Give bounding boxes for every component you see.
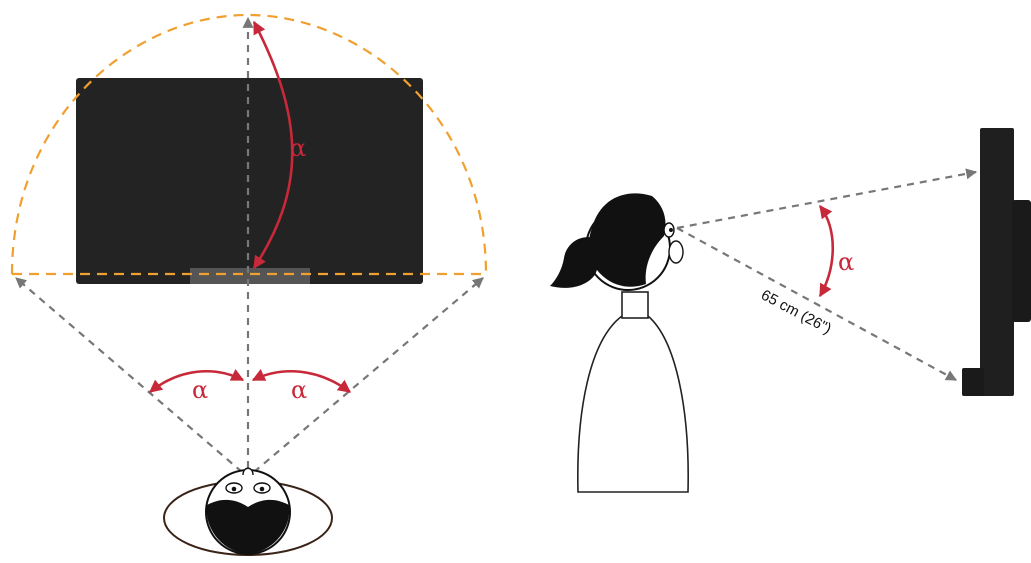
person-side-view bbox=[550, 193, 689, 493]
sight-line-left bbox=[15, 277, 243, 473]
sight-line-bottom bbox=[676, 227, 957, 381]
side-angle-arc bbox=[818, 204, 835, 298]
ponytail bbox=[550, 237, 599, 288]
hair-top-view bbox=[206, 499, 290, 554]
monitor-side-view bbox=[962, 128, 1031, 396]
neck bbox=[621, 291, 649, 319]
monitor-top-view bbox=[76, 78, 423, 284]
monitor-stand-side bbox=[962, 368, 984, 396]
left-angle-arc bbox=[148, 368, 245, 394]
monitor-stand-base bbox=[190, 268, 310, 284]
hair-side-view bbox=[589, 193, 666, 287]
left-angle-label: α bbox=[192, 376, 208, 404]
monitor-back-bulge bbox=[1012, 200, 1031, 322]
viewing-distance-label: 65 cm (26") bbox=[758, 287, 834, 338]
monitor-panel-side bbox=[980, 128, 1014, 396]
side-angle-label: α bbox=[838, 248, 854, 276]
vertical-angle-label: α bbox=[290, 134, 306, 162]
top-view-panel: α α α bbox=[10, 13, 488, 556]
side-view-panel: α 65 cm (26") bbox=[550, 128, 1031, 493]
body-outline bbox=[577, 315, 689, 493]
ear bbox=[668, 240, 684, 264]
right-angle-arc bbox=[251, 369, 352, 394]
right-angle-label: α bbox=[291, 376, 307, 404]
sight-line-right bbox=[253, 277, 484, 473]
vertical-angle-arc bbox=[252, 20, 294, 270]
sight-line-top bbox=[676, 168, 978, 230]
nose bbox=[242, 467, 254, 476]
person-top-view bbox=[163, 467, 333, 556]
